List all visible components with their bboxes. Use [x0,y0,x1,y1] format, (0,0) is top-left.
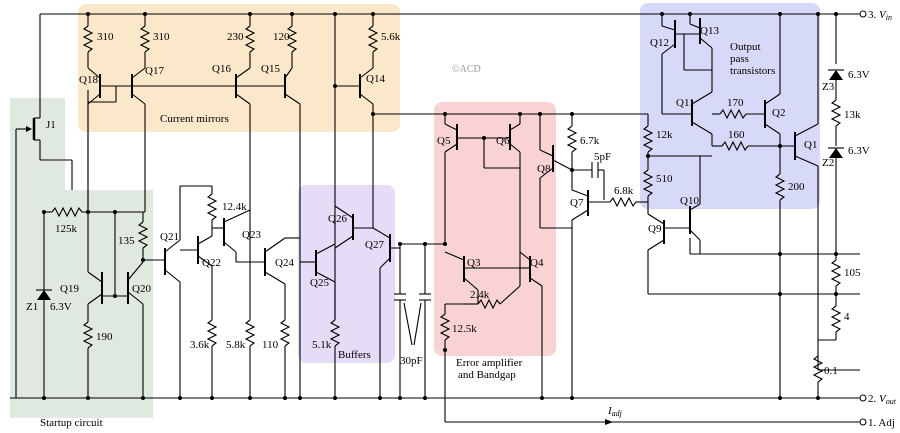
buffers-region [298,185,395,363]
c30pf-label: 30pF [400,355,423,367]
output-title-3: transistors [730,65,775,77]
q8-label: Q8 [537,163,551,175]
adj-label: 1. Adj [868,417,895,429]
r12-4k-label: 12.4k [222,201,247,213]
r0-1-label: 0.1 [824,365,838,377]
q26-label: Q26 [328,213,347,225]
z3-label: Z3 [822,81,835,93]
r13k-label: 13k [844,109,861,121]
q18-label: Q18 [79,74,98,86]
r105-label: 105 [844,267,861,279]
r200-label: 200 [788,181,805,193]
q7-label: Q7 [570,197,584,209]
q5-label: Q5 [437,135,451,147]
r2-4k-label: 2.4k [470,289,490,301]
r12-5k-label: 12.5k [452,323,477,335]
startup-region [10,98,153,418]
adj-terminal[interactable] [859,418,867,426]
q9-label: Q9 [648,223,662,235]
r310a-label: 310 [97,31,114,43]
r5-8k-label: 5.8k [226,339,246,351]
q19-label: Q19 [60,283,79,295]
q11-label: Q11 [676,97,695,109]
r230-label: 230 [227,31,244,43]
z2-label: Z2 [822,157,834,169]
vout-label: 2. Vout [868,393,897,406]
r5-1k-label: 5.1k [312,339,332,351]
error-amp-title-2: and Bandgap [458,369,516,381]
q4-label: Q4 [530,257,544,269]
q24-label: Q24 [275,257,294,269]
error-amp-region [434,102,556,356]
vin-terminal[interactable] [859,10,867,18]
q12-label: Q12 [650,37,669,49]
watermark: ©ACD [452,64,481,75]
mirrors-title: Current mirrors [160,113,229,125]
iadj-arrow [605,419,613,425]
q15-label: Q15 [261,63,280,75]
z3-voltage: 6.3V [848,69,870,81]
r125k-label: 125k [55,223,78,235]
mirrors-region [78,4,400,132]
vout-terminal[interactable] [859,394,867,402]
output-region [640,3,820,209]
q6-label: Q6 [496,135,510,147]
r110-label: 110 [262,339,279,351]
r4-label: 4 [844,311,850,323]
r3-6k-label: 3.6k [190,339,210,351]
r12k-label: 12k [656,129,673,141]
r190-label: 190 [96,331,113,343]
vin-label: 3. Vin [868,9,892,22]
r510-label: 510 [656,173,673,185]
q27-label: Q27 [365,239,384,251]
output-title: Output [730,41,761,53]
q16-label: Q16 [212,63,231,75]
error-amp-title: Error amplifier [456,357,523,369]
r120-label: 120 [273,31,290,43]
q17-label: Q17 [145,65,164,77]
q3-label: Q3 [467,257,481,269]
r5-6k-label: 5.6k [381,31,401,43]
q10-label: Q10 [680,195,699,207]
r310b-label: 310 [153,31,170,43]
z2-voltage: 6.3V [848,145,870,157]
r160-label: 160 [728,129,745,141]
q1-label: Q1 [804,139,817,151]
r135-label: 135 [118,235,135,247]
q14-label: Q14 [366,73,385,85]
buffers-title: Buffers [338,349,371,361]
z1-label: Z1 [26,301,38,313]
j1-label: J1 [46,119,56,131]
r6-7k-label: 6.7k [580,135,600,147]
q22-label: Q22 [202,257,221,269]
c5pf-label: 5pF [594,151,611,163]
q20-label: Q20 [132,283,151,295]
q25-label: Q25 [310,277,329,289]
q2-label: Q2 [772,107,785,119]
output-title-2: pass [730,53,749,65]
startup-title: Startup circuit [40,417,103,429]
iadj-label: Iadj [607,405,623,418]
q13-label: Q13 [700,25,719,37]
r6-8k-label: 6.8k [614,185,634,197]
q21-label: Q21 [160,231,179,243]
z1-voltage: 6.3V [50,301,72,313]
q23-label: Q23 [242,229,261,241]
r170-label: 170 [727,97,744,109]
